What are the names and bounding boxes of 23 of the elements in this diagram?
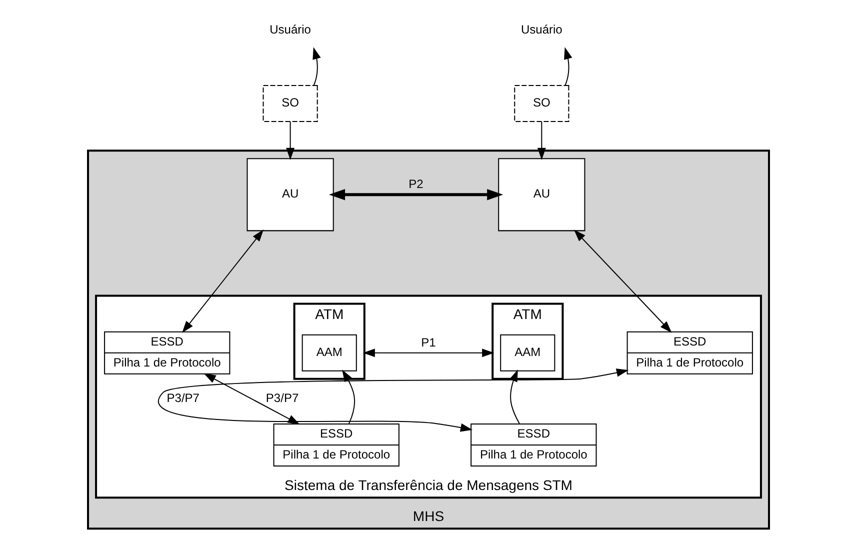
edge-label: P1 (421, 335, 436, 350)
arrow (574, 230, 672, 333)
node-box: SO (514, 84, 570, 122)
arrow (312, 47, 321, 86)
arrow (286, 121, 295, 160)
node-box: AU (246, 158, 334, 232)
node-text: Usuário (520, 22, 562, 37)
arrow (362, 348, 494, 358)
edge-label: P3/P7 (266, 391, 299, 406)
node-box: AU (498, 158, 586, 232)
arrow (564, 47, 572, 86)
arrow (342, 370, 356, 424)
arrow (537, 121, 546, 160)
edge-label: P2 (408, 177, 424, 192)
node-box: AAM (500, 334, 556, 372)
edge-label: P3/P7 (166, 391, 200, 406)
arrow (509, 370, 520, 424)
arrow (182, 230, 264, 333)
node-box: SO (262, 84, 318, 122)
node-text: Usuário (270, 22, 311, 37)
arrow (328, 189, 504, 200)
node-box: AAM (302, 334, 357, 372)
arrow (158, 368, 629, 432)
